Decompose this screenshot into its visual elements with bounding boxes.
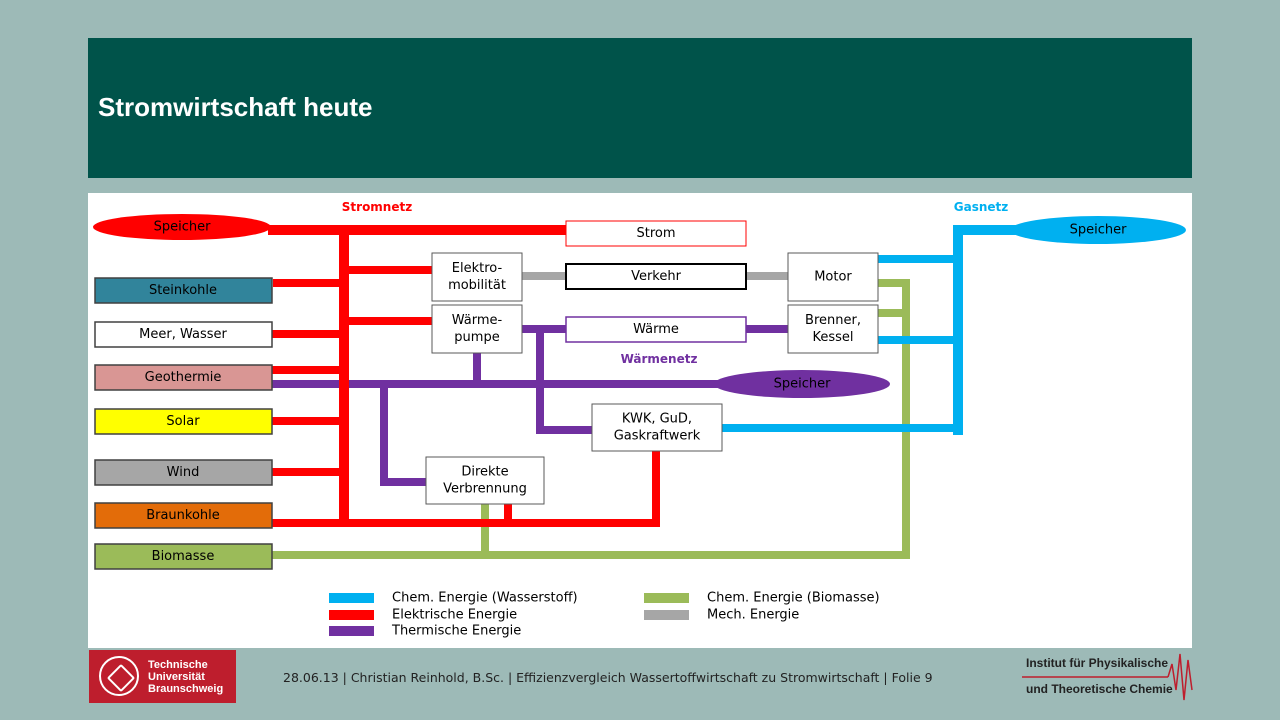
gas-storage-label: Speicher	[1070, 223, 1127, 238]
legend-swatch	[329, 610, 374, 620]
converter-waermepumpe	[431, 304, 523, 354]
tu-logo-line: Universität	[148, 671, 205, 683]
legend-swatch	[329, 626, 374, 636]
converter-direkte-verbrennung-label: Verbrennung	[443, 482, 527, 497]
power-storage	[93, 214, 271, 240]
footer-text: 28.06.13 | Christian Reinhold, B.Sc. | E…	[283, 670, 933, 685]
source-meer-wasser	[94, 321, 273, 348]
gas-grid-label: Gasnetz	[954, 200, 1009, 214]
institute-logo: Institut für Physikalische und Theoretis…	[1018, 650, 1194, 704]
source-wind-label: Wind	[167, 465, 200, 480]
consumer-waerme-label: Wärme	[633, 322, 679, 337]
legend-label: Thermische Energie	[391, 624, 521, 639]
tu-logo-text: Technische Universität Braunschweig	[148, 659, 223, 695]
tu-seal-icon	[99, 656, 139, 696]
source-braunkohle-label: Braunkohle	[146, 508, 220, 523]
gas-storage	[1010, 216, 1186, 244]
converter-motor-label: Motor	[814, 270, 852, 285]
converter-elektromobilitaet	[431, 252, 523, 302]
converter-kwk	[591, 403, 723, 452]
source-meer-wasser-label: Meer, Wasser	[139, 327, 227, 342]
consumer-waerme	[565, 316, 747, 343]
consumer-verkehr	[565, 263, 747, 290]
source-geothermie-label: Geothermie	[145, 370, 222, 385]
source-braunkohle	[94, 502, 273, 529]
source-wind	[94, 459, 273, 486]
legend-label: Elektrische Energie	[392, 608, 517, 623]
source-solar	[94, 408, 273, 435]
converter-waermepumpe-label: pumpe	[454, 330, 499, 345]
power-storage-label: Speicher	[154, 220, 211, 235]
institute-logo-line: und Theoretische Chemie	[1026, 682, 1173, 696]
legend-label: Chem. Energie (Wasserstoff)	[392, 591, 578, 606]
converter-elektromobilitaet-label: mobilität	[448, 278, 506, 293]
tu-logo-line: Technische	[148, 659, 208, 671]
converter-waermepumpe-label: Wärme-	[452, 313, 503, 328]
converter-kwk-label: Gaskraftwerk	[614, 429, 701, 444]
converter-motor	[787, 252, 879, 302]
consumer-verkehr-label: Verkehr	[631, 269, 682, 284]
legend-swatch	[329, 593, 374, 603]
spectrum-wave-icon	[1022, 653, 1193, 701]
institute-logo-line: Institut für Physikalische	[1026, 656, 1169, 670]
converter-brenner-kessel-label: Brenner,	[805, 313, 861, 328]
consumer-strom	[565, 220, 747, 247]
source-biomasse	[94, 543, 273, 570]
consumer-strom-label: Strom	[636, 226, 675, 241]
legend-label: Chem. Energie (Biomasse)	[707, 591, 880, 606]
converter-brenner-kessel-label: Kessel	[812, 330, 853, 345]
tu-logo-line: Braunschweig	[148, 683, 224, 695]
source-solar-label: Solar	[166, 414, 200, 429]
source-steinkohle-label: Steinkohle	[149, 283, 217, 298]
tu-braunschweig-logo: Technische Universität Braunschweig	[89, 650, 236, 703]
source-steinkohle	[94, 277, 273, 304]
converter-brenner-kessel	[787, 304, 879, 354]
power-grid-label: Stromnetz	[342, 200, 412, 214]
converter-kwk-label: KWK, GuD,	[622, 412, 692, 427]
title-bar: Stromwirtschaft heute	[88, 38, 1192, 178]
source-geothermie	[94, 364, 273, 391]
heat-storage	[714, 370, 890, 398]
heat-storage-label: Speicher	[774, 377, 831, 392]
source-biomasse-label: Biomasse	[152, 549, 215, 564]
legend-swatch	[644, 593, 689, 603]
heat-grid-label: Wärmenetz	[621, 352, 698, 366]
legend-label: Mech. Energie	[707, 608, 799, 623]
legend-swatch	[644, 610, 689, 620]
converter-direkte-verbrennung-label: Direkte	[461, 465, 508, 480]
slide-title: Stromwirtschaft heute	[98, 92, 373, 122]
converter-direkte-verbrennung	[425, 456, 545, 505]
converter-elektromobilitaet-label: Elektro-	[452, 261, 503, 276]
